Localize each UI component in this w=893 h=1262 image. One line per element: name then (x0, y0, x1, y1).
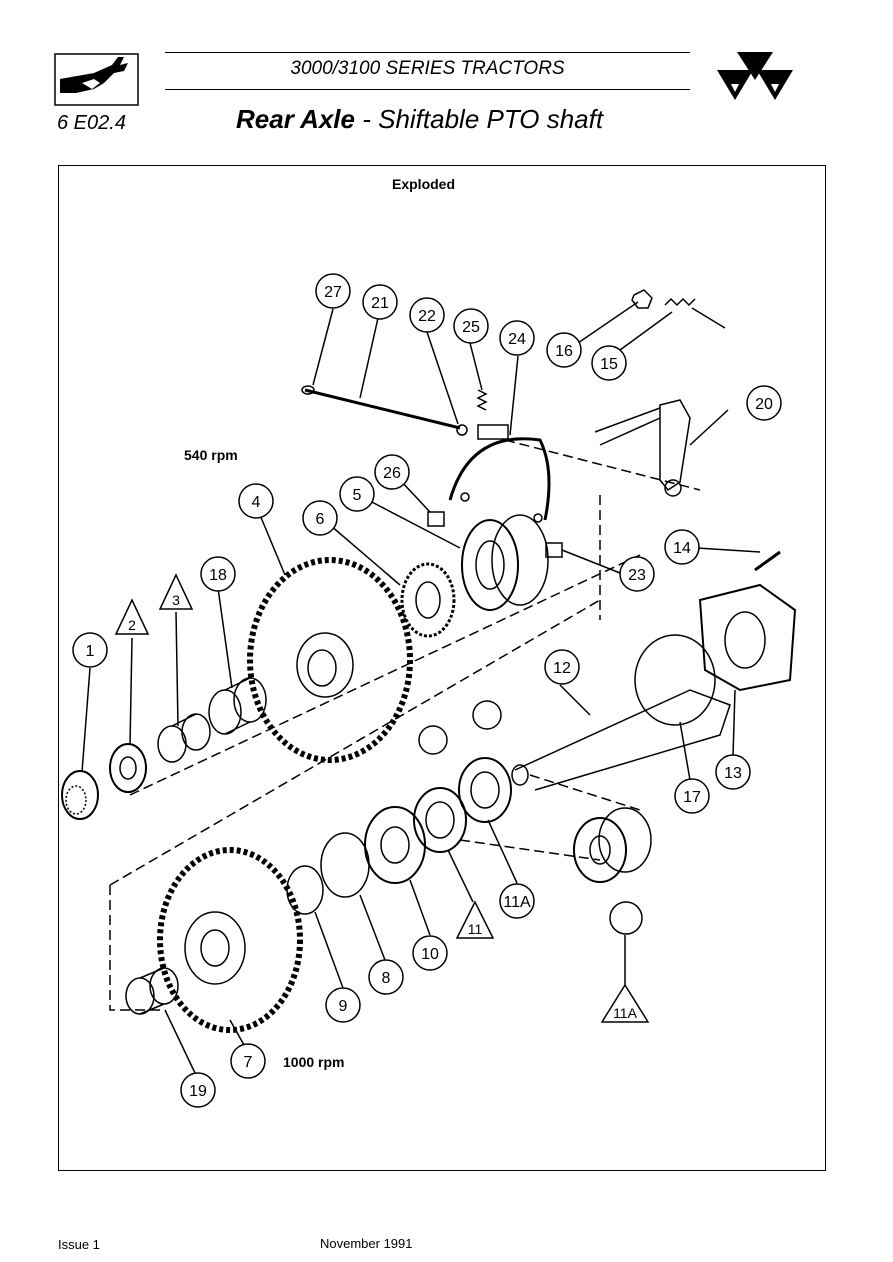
series-title: 3000/3100 SERIES TRACTORS (290, 58, 565, 79)
speed-label-1000: 1000 rpm (283, 1054, 345, 1070)
svg-text:13: 13 (724, 765, 742, 782)
callout-26: 25 (453, 308, 489, 344)
svg-text:11A: 11A (503, 894, 531, 911)
header-rule-top (165, 52, 690, 53)
callout-15: 14 (664, 529, 700, 565)
callout-11a: 11A (600, 983, 650, 1023)
svg-text:11: 11 (468, 921, 483, 937)
svg-text:6: 6 (316, 511, 325, 528)
callouts: 27 21 22 25 24 16 15 20 26 5 6 4 18 1 23… (72, 273, 782, 1108)
callout-10: 10 (412, 935, 448, 971)
callout-12: 11A (499, 883, 535, 919)
callout-20: 19 (180, 1072, 216, 1108)
svg-text:25: 25 (462, 319, 480, 336)
svg-text:16: 16 (555, 343, 573, 360)
wrench-hand-icon (54, 53, 139, 106)
callout-23: 22 (409, 297, 445, 333)
svg-text:26: 26 (383, 465, 401, 482)
callout-5: 5 (339, 476, 375, 512)
callout-24: 23 (619, 556, 655, 592)
callout-8: 8 (368, 959, 404, 995)
svg-text:19: 19 (189, 1083, 207, 1100)
callout-22: 21 (362, 284, 398, 320)
view-label: Exploded (392, 176, 456, 192)
footer-date: November 1991 (320, 1236, 413, 1251)
svg-text:18: 18 (209, 567, 227, 584)
footer-issue: Issue 1 (58, 1237, 100, 1252)
title-bold: Rear Axle (236, 104, 355, 134)
svg-text:10: 10 (421, 946, 439, 963)
header-rule-bottom (165, 89, 690, 90)
svg-text:24: 24 (508, 331, 526, 348)
svg-text:3: 3 (172, 592, 180, 608)
callout-3: 3 (158, 573, 194, 610)
callout-4: 4 (238, 483, 274, 519)
svg-text:17: 17 (683, 789, 701, 806)
page-title: Rear Axle - Shiftable PTO shaft (236, 104, 603, 135)
section-code: 6 E02.4 (57, 112, 126, 134)
svg-text:5: 5 (353, 487, 362, 504)
callout-21: 20 (746, 385, 782, 421)
callout-9: 9 (325, 987, 361, 1023)
callout-6: 6 (302, 500, 338, 536)
svg-text:2: 2 (128, 617, 136, 633)
callout-13: 12 (544, 649, 580, 685)
callout-2: 2 (114, 598, 150, 635)
callout-14: 13 (715, 754, 751, 790)
callout-7: 7 (230, 1043, 266, 1079)
callout-28: 27 (315, 273, 351, 309)
callout-16: 15 (591, 345, 627, 381)
svg-text:14: 14 (673, 540, 691, 557)
svg-text:8: 8 (382, 970, 391, 987)
svg-text:21: 21 (371, 295, 389, 312)
svg-text:27: 27 (324, 284, 342, 301)
callout-25: 24 (499, 320, 535, 356)
callout-11: 11 (455, 900, 495, 939)
callout-17: 16 (546, 332, 582, 368)
svg-text:4: 4 (252, 494, 261, 511)
svg-text:12: 12 (553, 660, 571, 677)
svg-text:11A: 11A (613, 1005, 638, 1021)
svg-text:7: 7 (244, 1054, 253, 1071)
callout-18: 17 (674, 778, 710, 814)
callout-1: 1 (72, 632, 108, 668)
svg-text:23: 23 (628, 567, 646, 584)
svg-text:22: 22 (418, 308, 436, 325)
title-rest: - Shiftable PTO shaft (355, 104, 604, 134)
svg-text:20: 20 (755, 396, 773, 413)
svg-text:9: 9 (339, 998, 348, 1015)
callout-27: 26 (374, 454, 410, 490)
brand-logo-icon (713, 50, 797, 106)
callout-19: 18 (200, 556, 236, 592)
diagram-frame (58, 165, 826, 1171)
svg-text:15: 15 (600, 356, 618, 373)
svg-text:1: 1 (86, 643, 95, 660)
speed-label-540: 540 rpm (184, 447, 238, 463)
